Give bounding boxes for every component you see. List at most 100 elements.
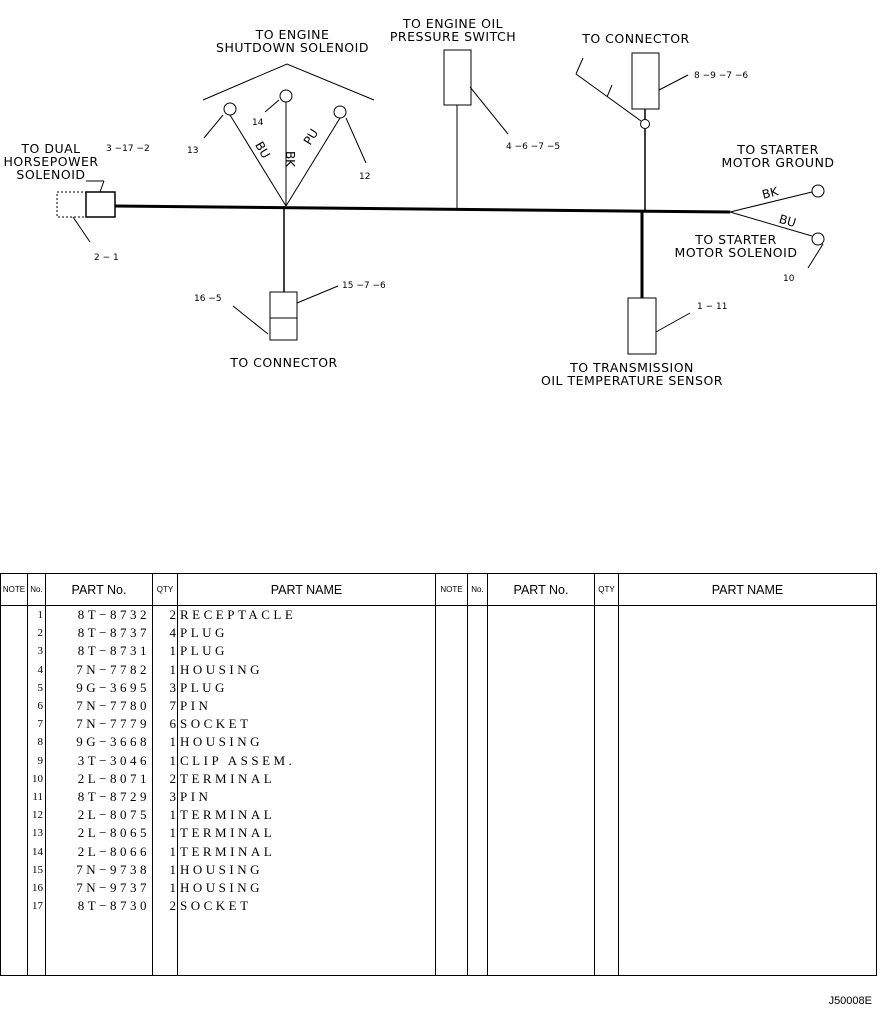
row-number: 5 (27, 678, 46, 697)
empty-cell (487, 696, 595, 716)
part-name: PLUG (177, 678, 436, 697)
empty-cell (594, 733, 619, 752)
note-cell (0, 696, 28, 716)
callout-1-11: 1 − 11 (697, 302, 728, 312)
empty-cell (594, 696, 619, 716)
note-cell (0, 733, 28, 752)
callout-4-6-7-5: 4 −6 −7 −5 (506, 142, 561, 152)
empty-cell (594, 624, 619, 643)
callout-10: 10 (783, 274, 795, 284)
wire-bk-starter (729, 191, 813, 213)
note-cell (0, 897, 28, 916)
note-cell (0, 769, 28, 788)
empty-cell (618, 624, 877, 643)
label-starter-ground: TO STARTER MOTOR GROUND (721, 142, 835, 170)
part-name: PLUG (177, 624, 436, 643)
empty-cell (467, 624, 488, 643)
part-name: HOUSING (177, 733, 436, 752)
header-part-no: PART No. (45, 573, 153, 606)
empty-cell (435, 696, 468, 716)
wiring-harness-diagram (56, 49, 825, 355)
empty-cell (487, 769, 595, 788)
note-cell (0, 860, 28, 879)
shutdown-bracket (202, 63, 375, 101)
empty-cell (618, 642, 877, 661)
empty-cell (618, 806, 877, 825)
empty-cell (487, 733, 595, 752)
part-number: 2L−8066 (45, 842, 153, 861)
quantity: 2 (152, 897, 178, 916)
note-cell (0, 678, 28, 697)
part-name: SOCKET (177, 897, 436, 916)
part-number: 2L−8075 (45, 806, 153, 825)
quantity: 1 (152, 642, 178, 661)
wire-color-bk-shutdown: BK (283, 150, 298, 168)
empty-cell (487, 824, 595, 843)
row-number: 17 (27, 897, 46, 916)
note-cell (0, 715, 28, 734)
empty-cell (594, 751, 619, 770)
header-part-name-right: PART NAME (618, 573, 877, 606)
empty-cell (467, 605, 488, 625)
note-cell (0, 878, 28, 897)
empty-cell (435, 715, 468, 734)
empty-cell (435, 824, 468, 843)
note-cell (0, 660, 28, 679)
header-part-name: PART NAME (177, 573, 436, 606)
empty-cell (467, 751, 488, 770)
quantity: 2 (152, 605, 178, 625)
label-connector-bottom: TO CONNECTOR (230, 355, 338, 370)
empty-cell (467, 915, 488, 977)
callout-14: 14 (252, 118, 264, 128)
note-cell (0, 824, 28, 843)
empty-cell (618, 824, 877, 843)
quantity: 1 (152, 860, 178, 879)
empty-cell (594, 715, 619, 734)
empty-cell (594, 824, 619, 843)
callout-13: 13 (187, 146, 199, 156)
row-number: 4 (27, 660, 46, 679)
part-name: HOUSING (177, 860, 436, 879)
empty-cell (618, 715, 877, 734)
empty-cell (487, 878, 595, 897)
empty-cell (487, 915, 595, 977)
part-name: RECEPTACLE (177, 605, 436, 625)
row-number: 16 (27, 878, 46, 897)
empty-cell (487, 624, 595, 643)
row-number: 6 (27, 696, 46, 716)
part-number: 8T−8732 (45, 605, 153, 625)
empty-cell (618, 897, 877, 916)
empty-cell (45, 915, 153, 977)
quantity: 1 (152, 733, 178, 752)
part-name: PLUG (177, 642, 436, 661)
part-number: 2L−8065 (45, 824, 153, 843)
row-number: 10 (27, 769, 46, 788)
empty-cell (618, 678, 877, 697)
empty-cell (467, 733, 488, 752)
part-name: PIN (177, 787, 436, 807)
empty-cell (467, 878, 488, 897)
empty-cell (594, 642, 619, 661)
terminal-13 (223, 102, 237, 116)
part-number: 7N−9737 (45, 878, 153, 897)
empty-cell (487, 806, 595, 825)
empty-cell (487, 715, 595, 734)
quantity: 6 (152, 715, 178, 734)
empty-cell (594, 769, 619, 788)
part-name: TERMINAL (177, 842, 436, 861)
transmission-sensor-connector (627, 297, 657, 355)
empty-cell (594, 878, 619, 897)
note-cell (0, 624, 28, 643)
empty-cell (618, 787, 877, 807)
part-name: TERMINAL (177, 824, 436, 843)
empty-cell (435, 605, 468, 625)
empty-cell (594, 897, 619, 916)
